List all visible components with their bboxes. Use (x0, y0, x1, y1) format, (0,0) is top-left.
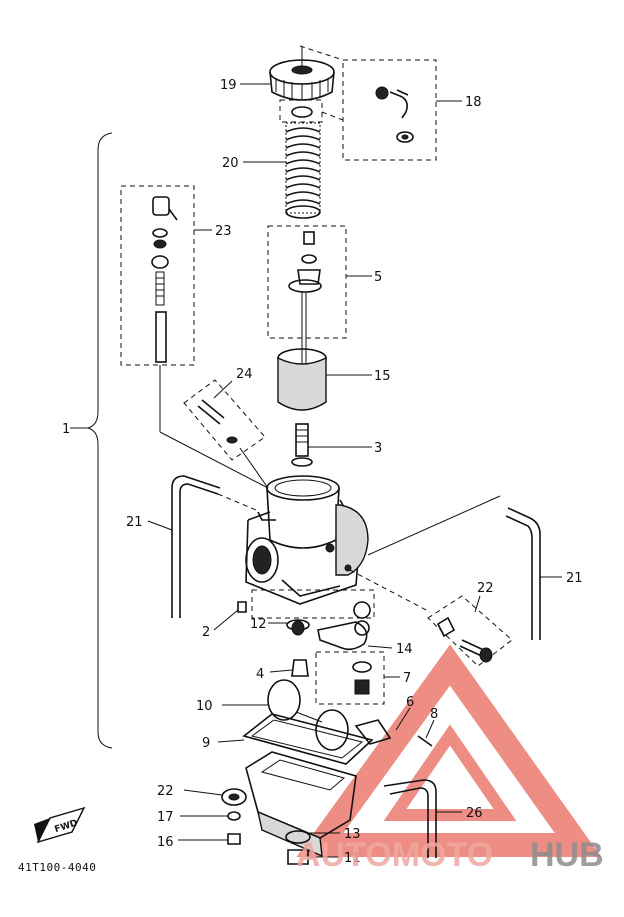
callout-26: 26 (466, 806, 483, 821)
callout-9: 9 (202, 736, 210, 751)
callout-17: 17 (157, 810, 174, 825)
callout-6: 6 (406, 695, 414, 710)
callout-11: 11 (344, 851, 361, 866)
callout-labels: 19 18 20 23 5 15 24 3 1 21 21 22 2 12 14… (62, 78, 583, 866)
callout-22: 22 (157, 784, 174, 799)
kit-23-box (427, 595, 513, 667)
callout-5: 5 (374, 270, 382, 285)
kit-7-box (315, 651, 385, 705)
float-part (267, 679, 349, 751)
callout-19: 19 (220, 78, 237, 93)
callout-8: 8 (430, 707, 438, 722)
drain-hose-part (383, 779, 437, 858)
callout-25: 24 (236, 367, 253, 382)
callout-10: 10 (196, 699, 213, 714)
needle-kit-box (267, 225, 347, 339)
callout-4: 4 (256, 667, 264, 682)
overflow-tube-left (171, 475, 221, 618)
callout-21-right: 21 (566, 571, 583, 586)
callout-3: 3 (374, 441, 382, 456)
watermark-text: AUTOMOTO HUB (296, 836, 604, 874)
jet-holder-box (251, 589, 375, 619)
carburetor-body-part (245, 475, 369, 605)
callout-14: 14 (396, 642, 413, 657)
callout-18: 18 (465, 95, 482, 110)
callout-16: 16 (157, 835, 174, 850)
diagram-code: 41T100-4040 (18, 861, 96, 874)
fwd-arrow-icon: FWD (34, 806, 86, 844)
callout-24: 23 (215, 224, 232, 239)
watermark-hub: HUB (530, 836, 604, 874)
callout-13: 13 (344, 827, 361, 842)
cap-seal-box (279, 99, 323, 123)
kit-24-box (120, 185, 195, 366)
needle-jet-part (291, 423, 313, 467)
overflow-tube-right (505, 507, 541, 640)
assembly-bracket (86, 132, 113, 749)
callout-7: 7 (403, 671, 411, 686)
kit-18-box (342, 59, 437, 161)
float-chamber-gasket (242, 713, 374, 765)
top-cap-part (269, 46, 335, 101)
kit-25-box (183, 379, 266, 461)
callout-2: 2 (202, 625, 210, 640)
spring-part (285, 122, 321, 219)
throttle-slide-part (277, 348, 327, 411)
callout-12: 12 (250, 617, 267, 632)
watermark-automoto: AUTOMOTO (296, 836, 493, 874)
leader-lines (70, 83, 562, 858)
callout-15: 15 (374, 369, 391, 384)
callout-1: 1 (62, 422, 70, 437)
callout-20: 20 (222, 156, 239, 171)
callout-23: 22 (477, 581, 494, 596)
float-chamber-part (245, 751, 357, 858)
watermark-logo (296, 644, 602, 857)
callout-21-left: 21 (126, 515, 143, 530)
